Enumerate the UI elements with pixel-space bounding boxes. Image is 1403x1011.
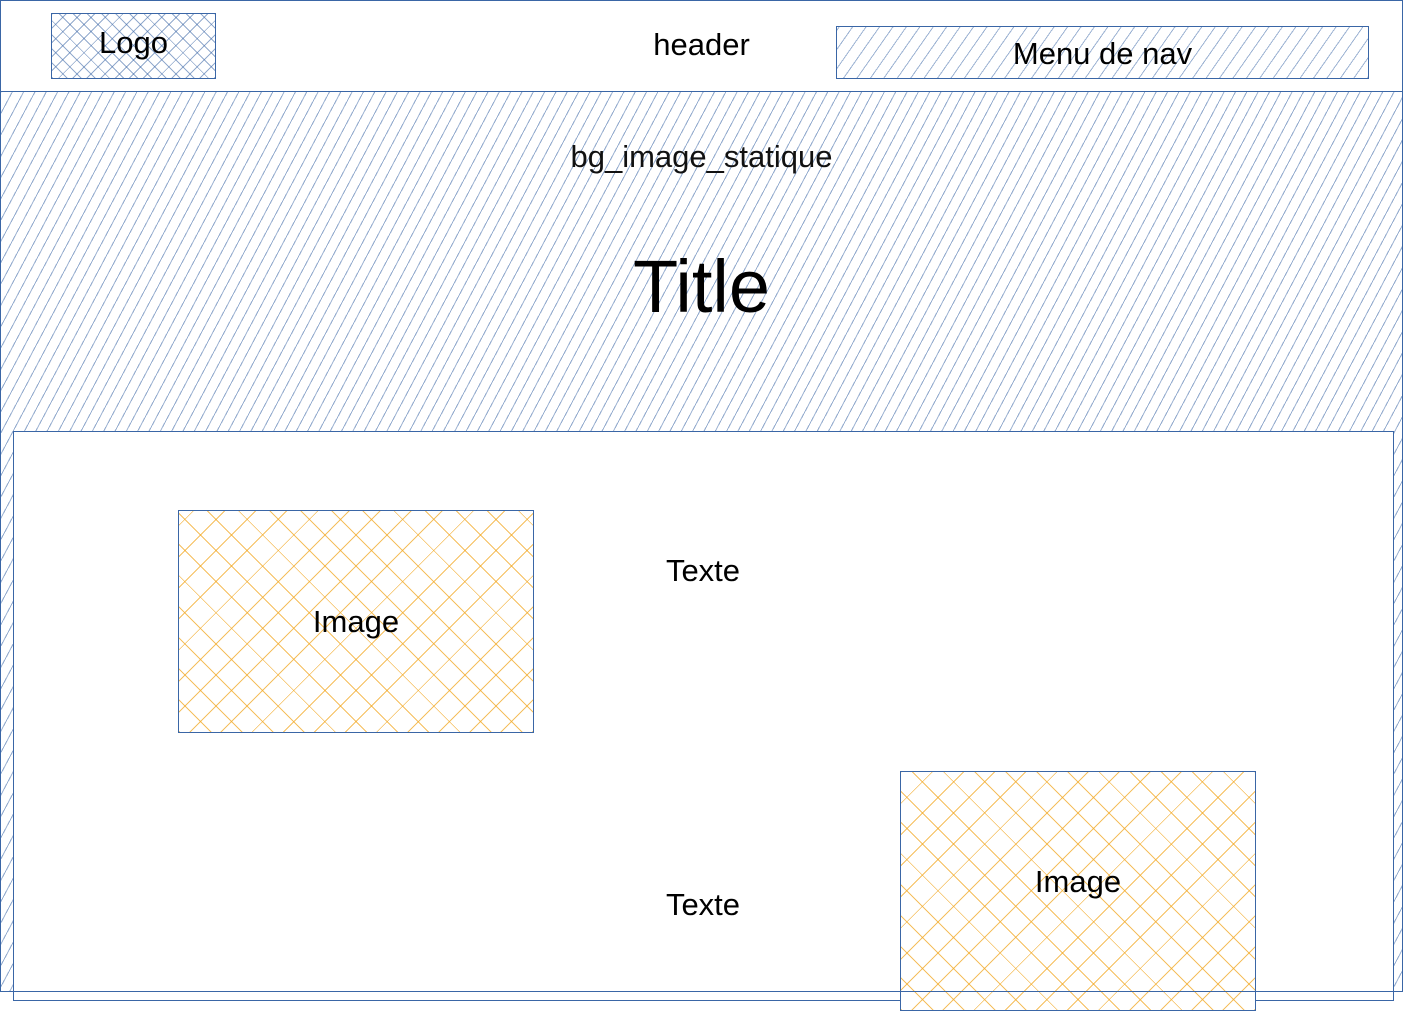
content-text: Texte xyxy=(665,553,741,588)
content-text: Texte xyxy=(665,887,741,922)
header-label: header xyxy=(653,27,750,62)
content-section: Image Texte Texte Image xyxy=(13,431,1394,1011)
logo[interactable]: Logo xyxy=(51,13,216,79)
logo-label: Logo xyxy=(99,25,168,60)
content-image: Image xyxy=(900,771,1256,1011)
image-placeholder-label: Image xyxy=(1034,864,1122,899)
navigation-menu-label: Menu de nav xyxy=(1012,35,1193,71)
page-title: Title xyxy=(632,245,771,328)
content-image: Image xyxy=(178,510,534,733)
header: Logo header Menu de nav xyxy=(0,0,1403,92)
image-placeholder-label: Image xyxy=(312,603,400,639)
hero-background-caption: bg_image_statique xyxy=(570,139,833,174)
navigation-menu[interactable]: Menu de nav xyxy=(836,26,1369,79)
